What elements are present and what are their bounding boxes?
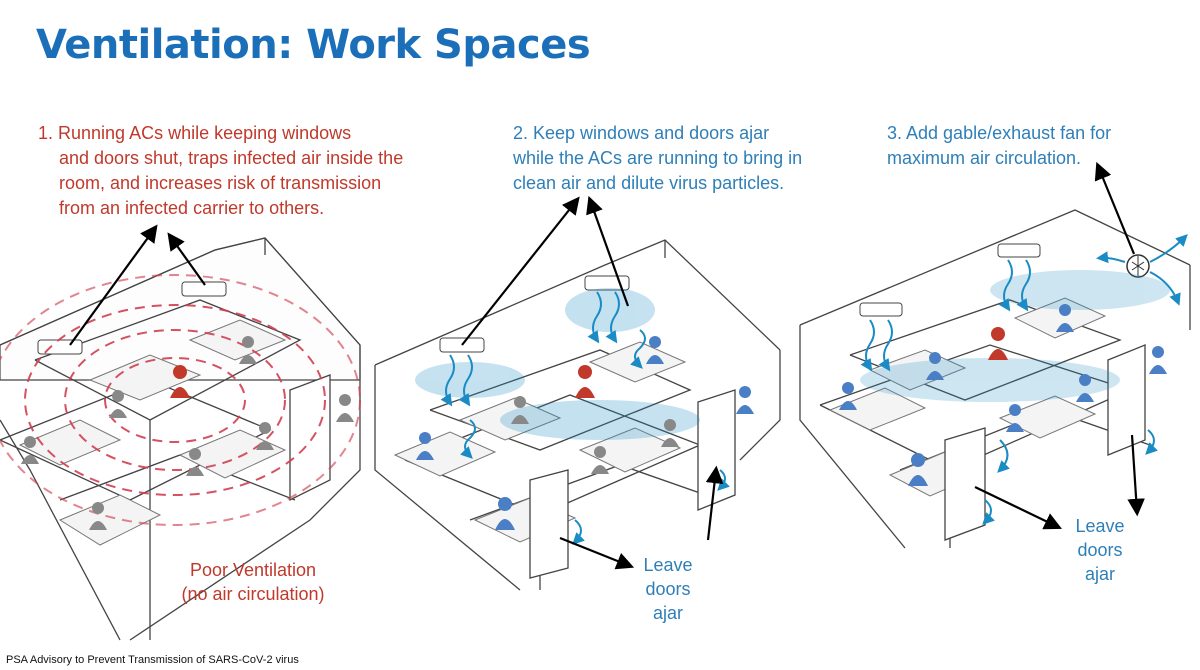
note-line: Leave	[1075, 516, 1125, 536]
door-icon	[1107, 344, 1146, 456]
air-conditioner-icon	[37, 281, 227, 355]
person-icon	[416, 336, 754, 530]
note-line: ajar	[1084, 564, 1115, 584]
person-icon	[21, 336, 354, 530]
panel-2-office	[374, 195, 781, 591]
caption-line: maximum air circulation.	[887, 148, 1082, 168]
door-icon	[529, 469, 569, 579]
panel-1-note: Poor Ventilation (no air circulation)	[168, 558, 338, 606]
air-conditioner-icon	[859, 243, 1041, 317]
panel-2-note: Leave doors ajar	[630, 553, 706, 625]
caption-line: 1. Running ACs while keeping windows	[38, 123, 352, 143]
note-line: doors	[1077, 540, 1123, 560]
caption-line: 3. Add gable/exhaust fan for	[887, 123, 1112, 143]
caption-line: clean air and dilute virus particles.	[513, 173, 785, 193]
panel-2-caption: 2. Keep windows and doors ajar while the…	[513, 121, 802, 196]
note-line: ajar	[652, 603, 683, 623]
door-icon	[697, 389, 736, 511]
caption-line: and doors shut, traps infected air insid…	[59, 148, 404, 168]
panel-3-office	[799, 161, 1191, 549]
airflow-clean	[440, 291, 730, 545]
panel-3-caption: 3. Add gable/exhaust fan for maximum air…	[887, 121, 1111, 171]
door-icon	[289, 374, 331, 502]
airflow-clean	[860, 234, 1188, 525]
note-line: doors	[645, 579, 691, 599]
caption-line: 2. Keep windows and doors ajar	[513, 123, 770, 143]
panel-1-caption: 1. Running ACs while keeping windows and…	[38, 121, 403, 221]
footer-source: PSA Advisory to Prevent Transmission of …	[6, 654, 299, 666]
note-line: (no air circulation)	[181, 584, 325, 604]
panel-1-office	[0, 224, 361, 641]
panel-3-note: Leave doors ajar	[1062, 514, 1138, 586]
exhaust-fan-icon	[1126, 254, 1150, 278]
note-line: Leave	[643, 555, 693, 575]
caption-line: room, and increases risk of transmission	[59, 173, 382, 193]
page-title: Ventilation: Work Spaces	[36, 22, 591, 68]
note-line: Poor Ventilation	[189, 560, 317, 580]
person-icon	[839, 304, 1167, 486]
door-icon	[944, 427, 986, 541]
caption-line: while the ACs are running to bring in	[513, 148, 803, 168]
airflow-contaminated	[0, 274, 361, 526]
caption-line: from an infected carrier to others.	[59, 198, 325, 218]
